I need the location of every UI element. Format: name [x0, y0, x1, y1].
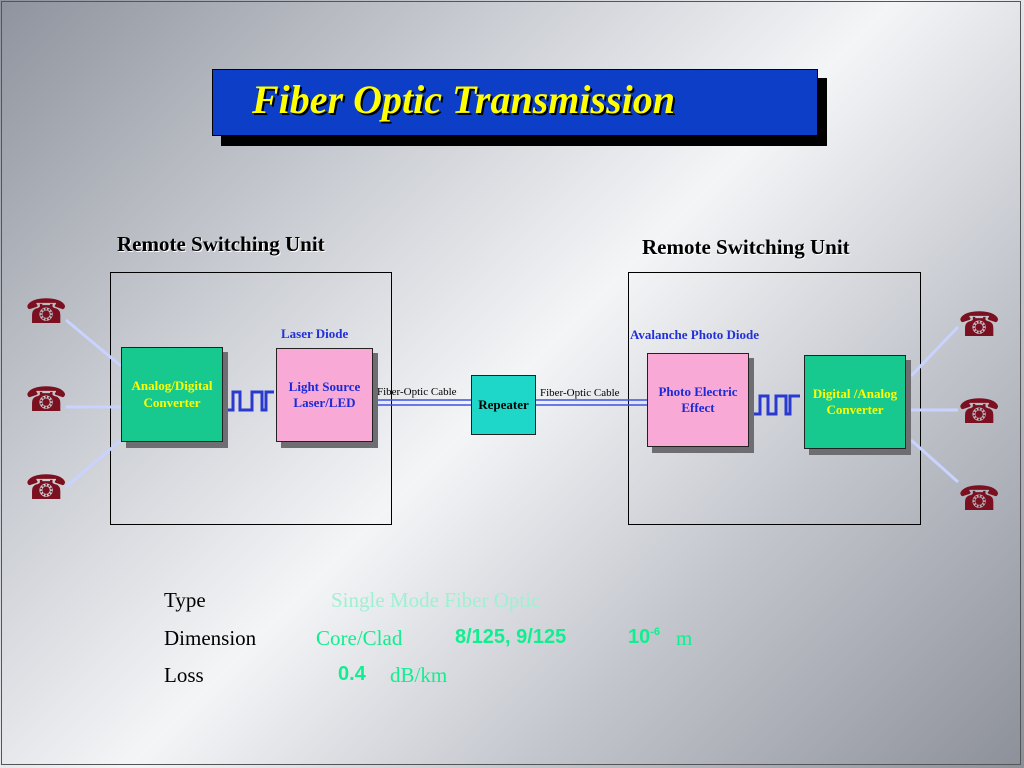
spec-dimension-base: 10 — [628, 626, 651, 648]
telephone-icon: ☎ — [25, 294, 68, 331]
spec-loss-value: 0.4 — [338, 663, 366, 685]
left-phone-line-bottom — [65, 438, 122, 489]
left-unit-label: Remote Switching Unit — [117, 232, 325, 256]
spec-type-label: Type — [164, 588, 206, 612]
light-source-laser-led: Light Source Laser/LED — [276, 348, 373, 442]
spec-dimension-unit: m — [676, 626, 693, 650]
spec-dimension-exp: -6 — [650, 626, 661, 638]
spec-dimension-exponent: 10-6 — [628, 626, 660, 649]
right-phone-line-bottom — [910, 438, 959, 484]
repeater: Repeater — [471, 375, 536, 435]
telephone-icon: ☎ — [958, 307, 1001, 344]
right-unit-label: Remote Switching Unit — [642, 235, 850, 259]
right-signal-wave — [752, 394, 800, 416]
spec-loss-unit: dB/km — [390, 663, 448, 687]
right-unit-box — [628, 272, 921, 525]
left-signal-wave — [225, 390, 274, 412]
analog-digital-converter: Analog/Digital Converter — [121, 347, 223, 442]
left-unit-box — [110, 272, 392, 525]
slide-title: Fiber Optic Transmission — [252, 77, 676, 122]
spec-type-value: Single Mode Fiber Optic — [331, 588, 541, 612]
left-cable-label: Fiber-Optic Cable — [377, 386, 457, 398]
telephone-icon: ☎ — [958, 481, 1001, 518]
telephone-icon: ☎ — [25, 382, 68, 419]
avalanche-photo-diode-caption: Avalanche Photo Diode — [630, 327, 760, 342]
telephone-icon: ☎ — [958, 394, 1001, 431]
digital-analog-converter: Digital /Analog Converter — [804, 355, 906, 449]
right-phone-line-top — [909, 325, 960, 378]
laser-diode-caption: Laser Diode — [281, 326, 349, 341]
telephone-icon: ☎ — [25, 470, 68, 507]
spec-dimension-core: Core/Clad — [316, 626, 403, 650]
right-cable-label: Fiber-Optic Cable — [540, 387, 620, 399]
spec-dimension-label: Dimension — [164, 626, 257, 650]
spec-loss-label: Loss — [164, 663, 204, 687]
left-phone-line-top — [65, 318, 122, 368]
photo-electric-effect: Photo Electric Effect — [647, 353, 749, 447]
spec-dimension-sizes: 8/125, 9/125 — [455, 626, 567, 648]
title-box — [212, 69, 818, 136]
